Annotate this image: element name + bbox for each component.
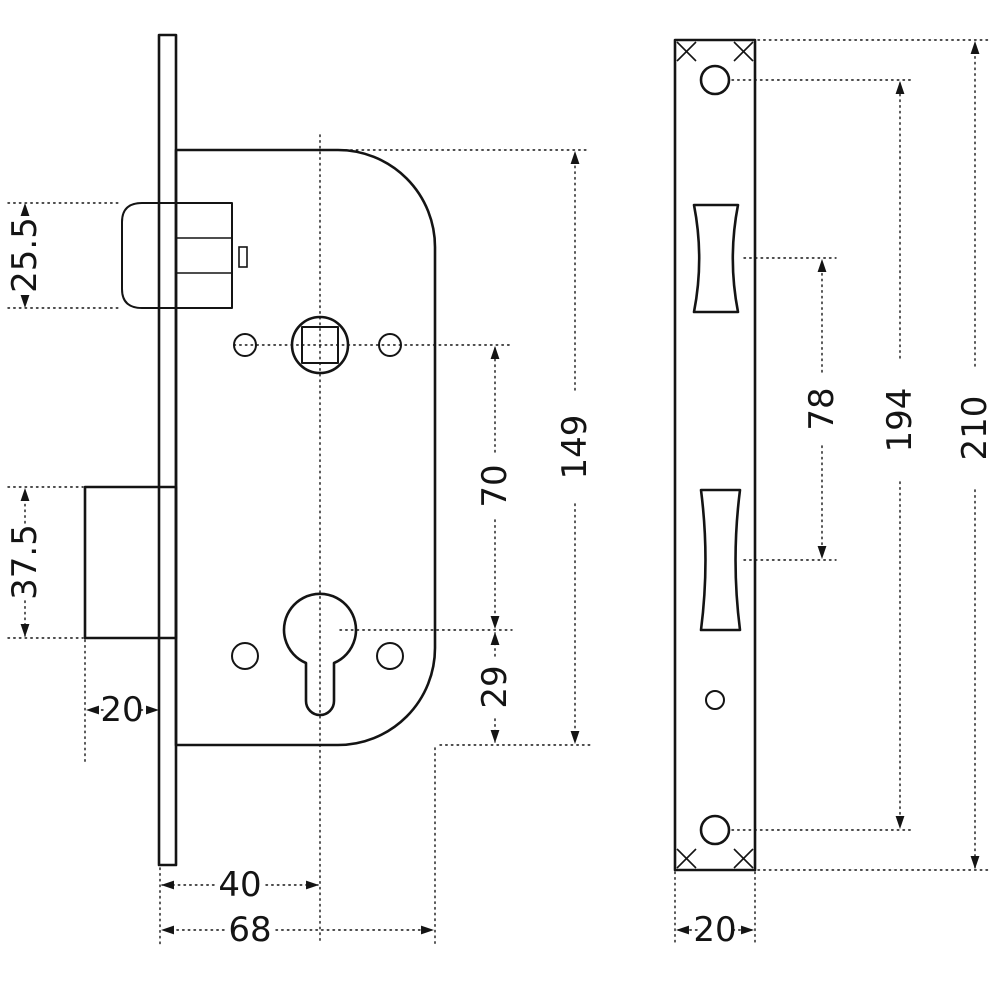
dim-label-deadbolt-throw: 20 <box>100 690 143 730</box>
euro-cylinder-hole <box>282 592 358 717</box>
fixing-hole <box>231 642 259 670</box>
dim-label-backset: 40 <box>218 865 261 905</box>
spindle-square-hole <box>301 326 339 364</box>
screw-hole-bottom <box>699 814 731 846</box>
faceplate-view <box>673 38 757 872</box>
latch-stop-slot <box>238 246 248 268</box>
screw-hole-top <box>699 64 731 96</box>
corner-mark <box>676 848 697 869</box>
dim-label-screw-hole-spacing: 194 <box>880 388 920 453</box>
fixing-hole <box>378 333 402 357</box>
fixing-hole <box>233 333 257 357</box>
dim-label-faceplate-length: 210 <box>955 396 995 461</box>
deadbolt-cutout <box>699 488 742 632</box>
dim-label-case-height: 149 <box>555 415 595 480</box>
latch-cutout <box>692 203 740 314</box>
fixing-hole <box>376 642 404 670</box>
faceplate-edge <box>157 33 178 867</box>
latch-bolt-head <box>121 202 176 309</box>
corner-mark <box>733 848 754 869</box>
dim-label-cutout-spacing: 78 <box>802 387 842 430</box>
corner-mark <box>733 41 754 62</box>
faceplate-dimensions: 78 194 210 20 <box>675 40 995 950</box>
dim-label-faceplate-width: 20 <box>693 910 736 950</box>
side-view <box>83 33 513 945</box>
faceplate-front <box>673 38 757 872</box>
lock-case <box>174 148 437 747</box>
dim-label-case-depth: 68 <box>228 910 271 950</box>
corner-marks <box>676 41 754 869</box>
side-view-dimensions: 25.5 37.5 20 40 68 70 29 149 <box>5 150 595 950</box>
fixing-hole-small <box>705 690 725 710</box>
dim-label-latch-height: 25.5 <box>5 217 45 293</box>
dim-label-deadbolt-height: 37.5 <box>5 524 45 600</box>
spindle-follower <box>290 315 350 375</box>
dim-label-spindle-to-cylinder: 70 <box>475 464 515 507</box>
faceplate-extension-lines <box>674 39 989 945</box>
dim-label-cylinder-to-bottom: 29 <box>475 665 515 708</box>
corner-mark <box>676 41 697 62</box>
